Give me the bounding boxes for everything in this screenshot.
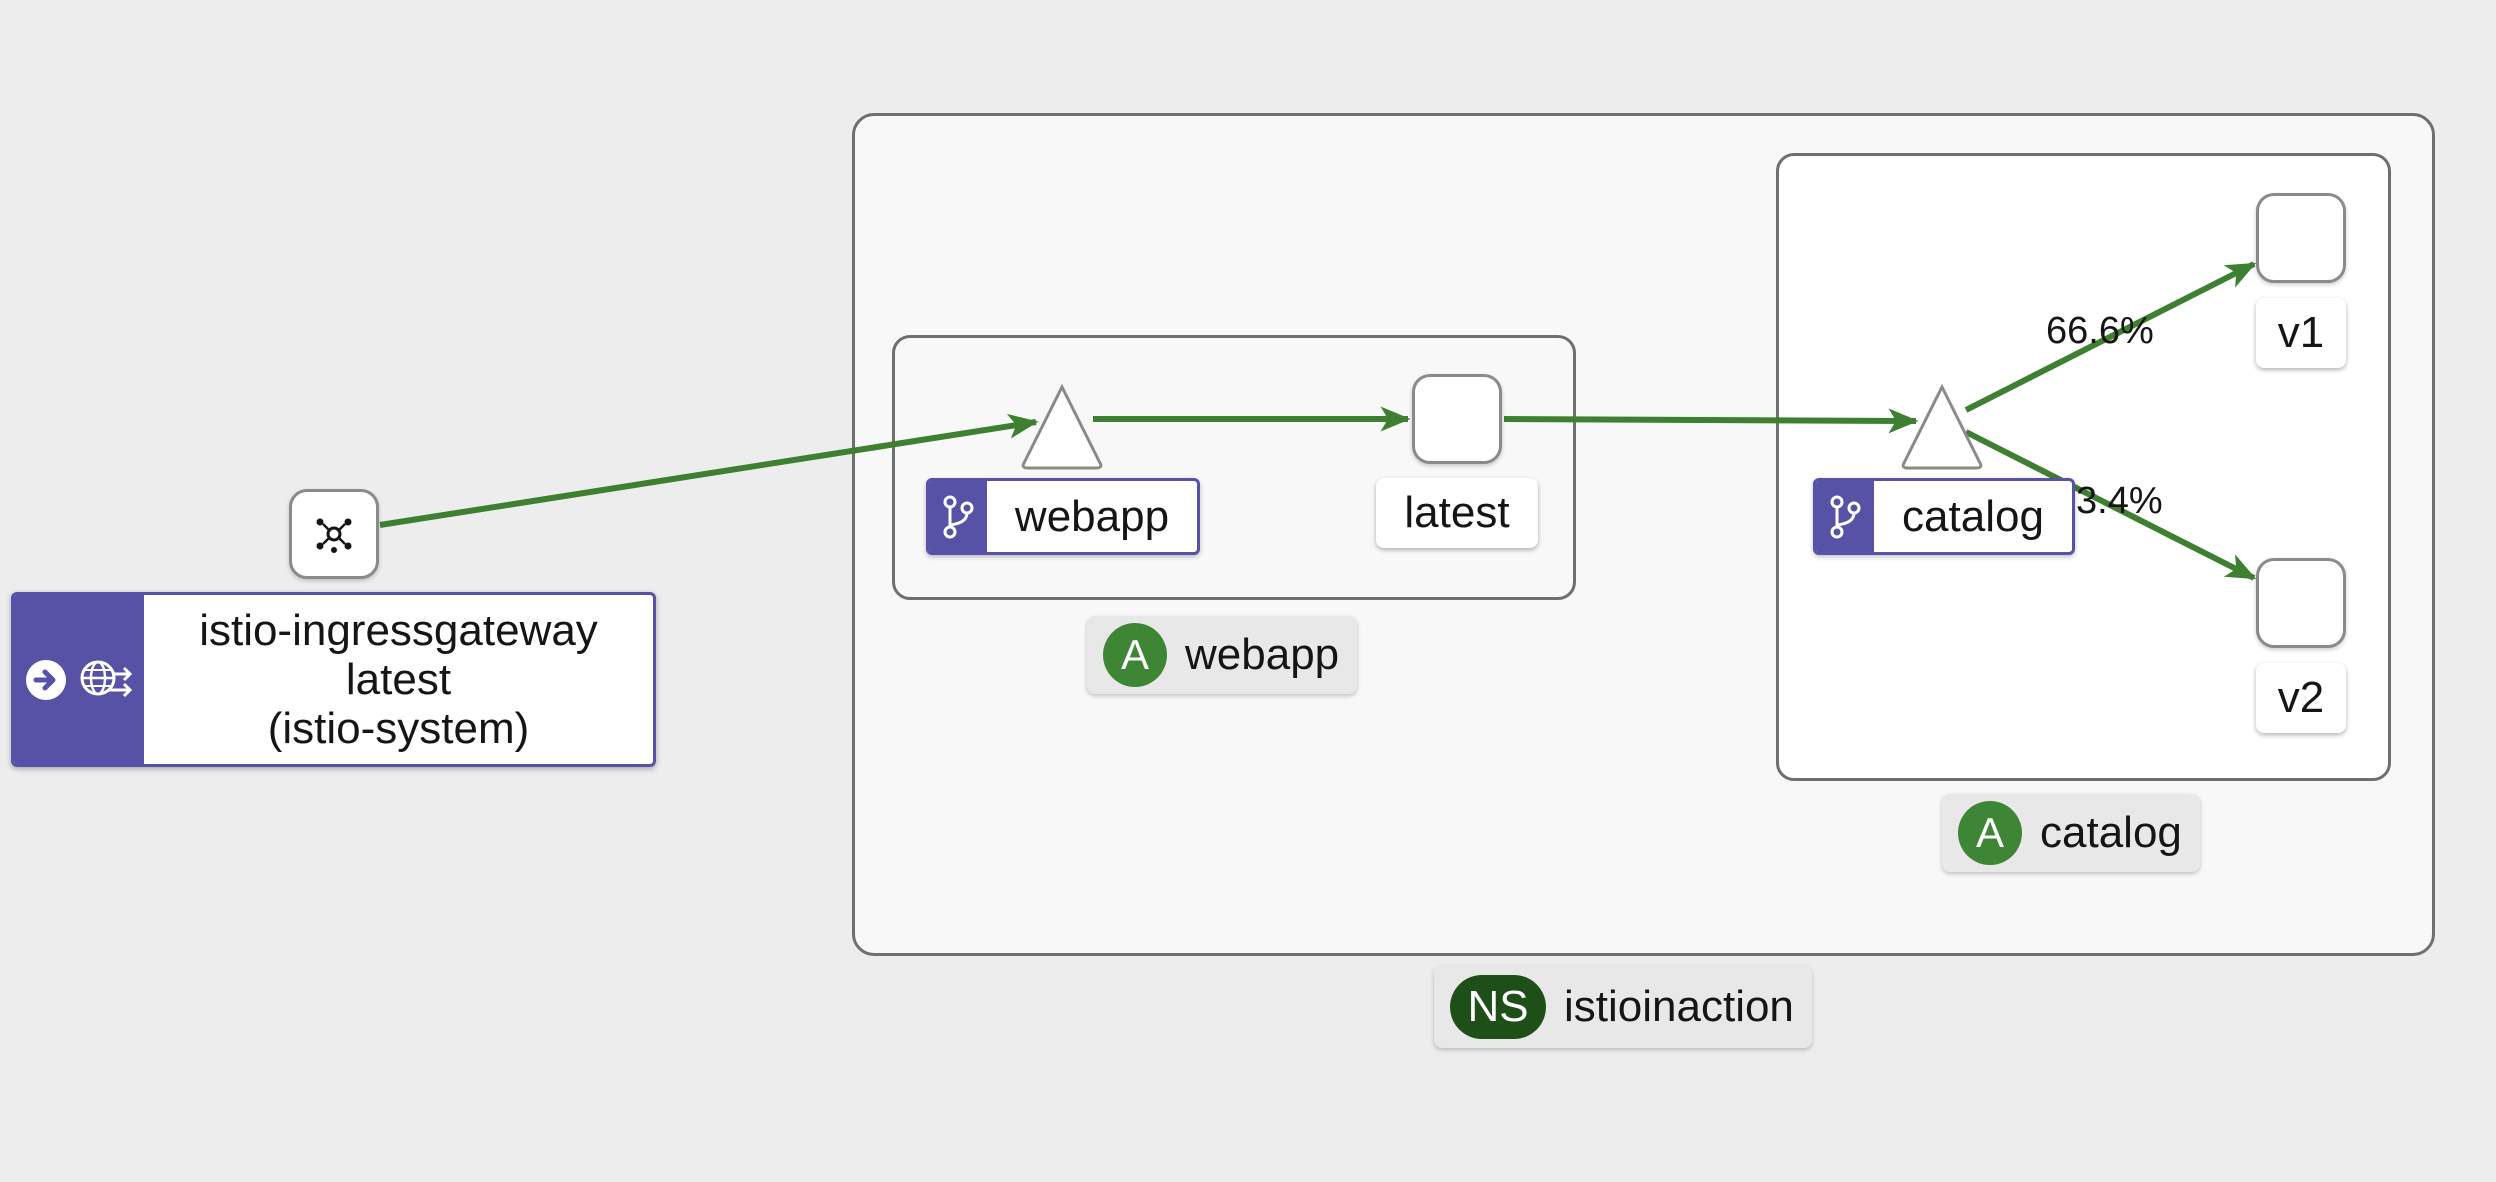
webapp-app-name: webapp [1185,630,1340,679]
service-icon-column [929,481,987,552]
globe-routing-icon [80,660,133,697]
gateway-label-text: istio-ingressgateway latest (istio-syste… [144,595,653,764]
webapp-latest-label: latest [1376,478,1538,548]
gateway-version: latest [345,655,452,704]
gateway-name: istio-ingressgateway [199,606,598,655]
namespace-name: istioinaction [1564,982,1794,1031]
catalog-v2-label: v2 [2256,663,2346,733]
edge-v1-percentage: 66.6% [2046,310,2154,352]
webapp-app-label: A webapp [1087,616,1358,694]
gateway-icon-column [14,595,144,764]
catalog-v1-label: v1 [2256,298,2346,368]
namespace-badge-icon: NS [1450,975,1546,1039]
catalog-service-label[interactable]: catalog [1813,478,2075,555]
arrow-right-circle-icon [26,659,66,700]
webapp-service-label[interactable]: webapp [926,478,1200,555]
edge-v2-percentage: 3.4% [2076,480,2163,522]
app-badge-icon: A [1958,801,2022,865]
branch-icon [943,495,974,538]
gateway-namespace: (istio-system) [267,704,530,753]
service-icon-column [1816,481,1874,552]
catalog-v2-node[interactable] [2256,558,2346,648]
gateway-label[interactable]: istio-ingressgateway latest (istio-syste… [11,592,656,767]
app-badge-icon: A [1103,623,1167,687]
branch-icon [1830,495,1861,538]
catalog-app-label: A catalog [1942,794,2200,872]
webapp-service-text: webapp [1014,491,1170,541]
catalog-v1-node[interactable] [2256,193,2346,283]
catalog-app-name: catalog [2040,808,2182,857]
namespace-label: NS istioinaction [1434,966,1812,1048]
catalog-service-text: catalog [1902,491,2044,541]
network-icon [316,518,352,553]
gateway-node[interactable] [289,489,379,579]
webapp-latest-node[interactable] [1412,374,1502,464]
